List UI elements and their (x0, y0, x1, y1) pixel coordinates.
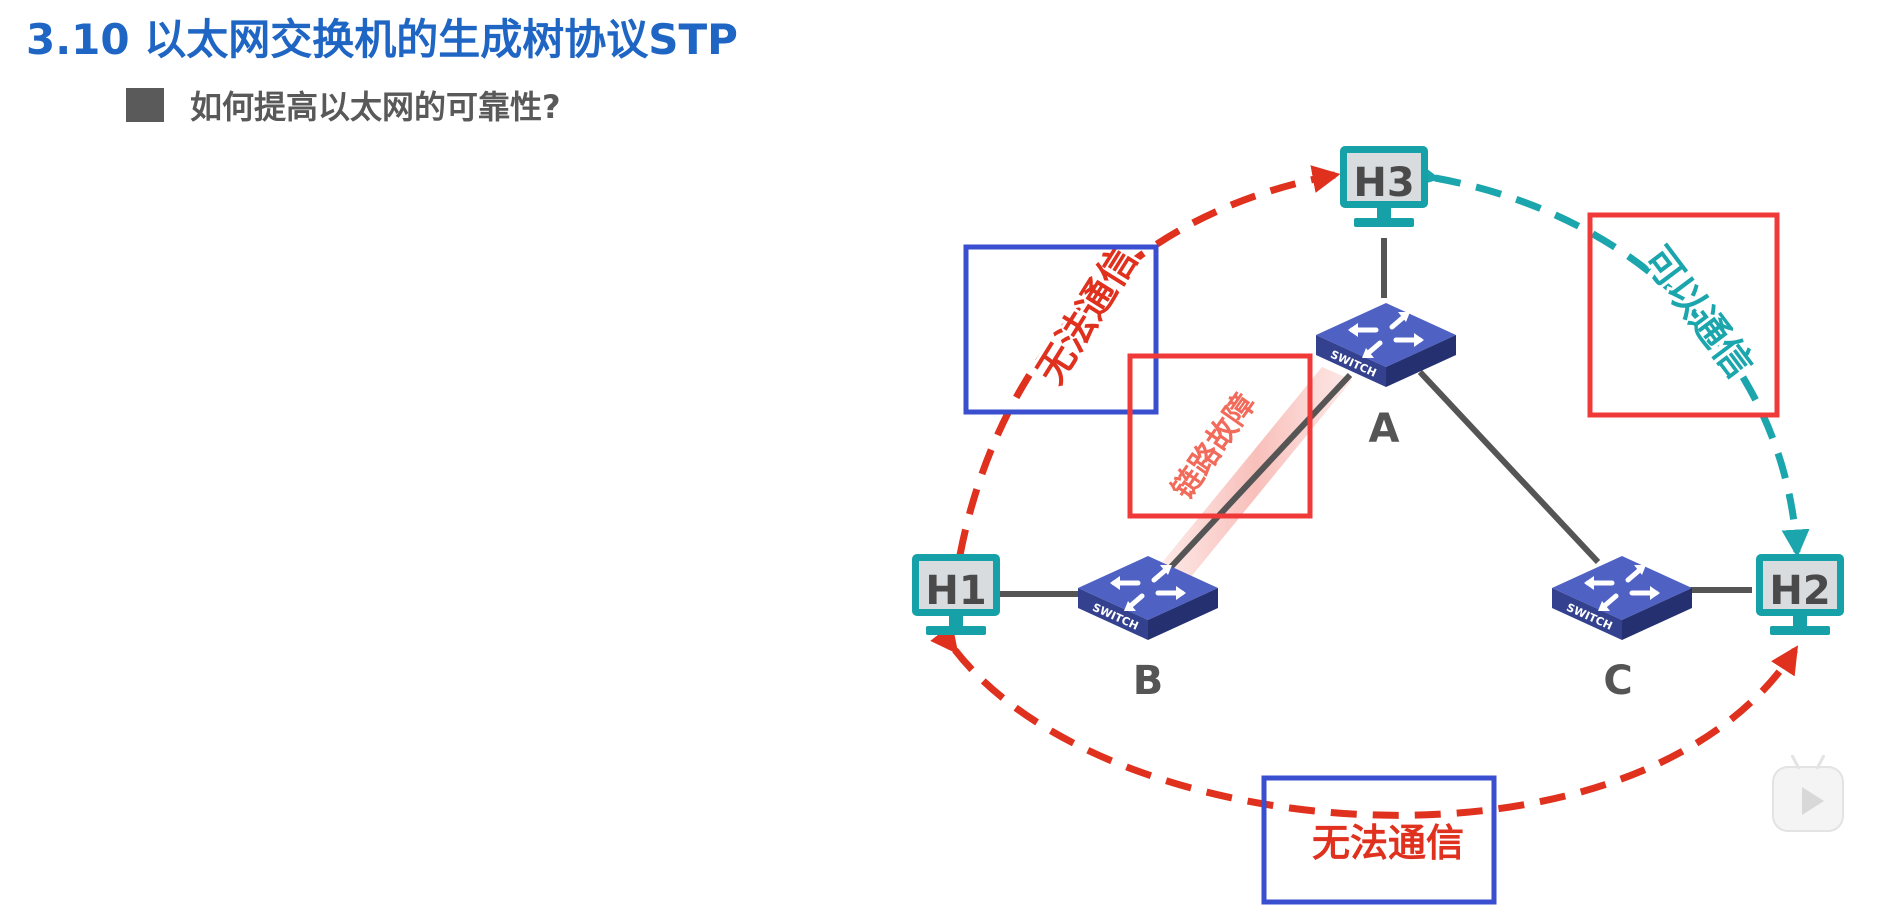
arc-h3-h2-ok (1410, 160, 1810, 558)
switch-c: SWITCH (1552, 556, 1692, 640)
host-label-h3: H3 (1353, 160, 1414, 206)
annotation-box-red-right (1587, 212, 1780, 418)
bullet-row: 如何提高以太网的可靠性? (126, 82, 561, 128)
switch-icon (1552, 556, 1692, 640)
node-label-a: A (1369, 406, 1400, 452)
bullet-square-icon (126, 88, 164, 122)
page-title: 3.10 以太网交换机的生成树协议STP (26, 15, 738, 64)
host-h1: H1 (912, 554, 1000, 635)
bullet-text: 如何提高以太网的可靠性? (190, 88, 561, 126)
node-label-b: B (1133, 658, 1164, 704)
play-button[interactable] (1772, 766, 1844, 832)
arc-h1-h2-fail (930, 623, 1799, 819)
arc-h1-h3-fail (941, 165, 1341, 580)
annotation-box-blue-bottom (1261, 775, 1497, 905)
host-h2: H2 (1756, 554, 1844, 635)
label-fail-h1-h2: 无法通信 (1312, 821, 1464, 865)
host-label-h1: H1 (925, 568, 986, 614)
host-label-h2: H2 (1769, 568, 1830, 614)
link-a-c (1417, 369, 1601, 565)
play-icon (1802, 787, 1824, 815)
host-h3: H3 (1340, 146, 1428, 227)
node-label-c: C (1603, 658, 1632, 704)
annotation-box-red-fault (1127, 353, 1313, 519)
annotation-box-blue-top (963, 244, 1159, 415)
label-ok-h3-h2: 可以通信 (1635, 238, 1762, 386)
